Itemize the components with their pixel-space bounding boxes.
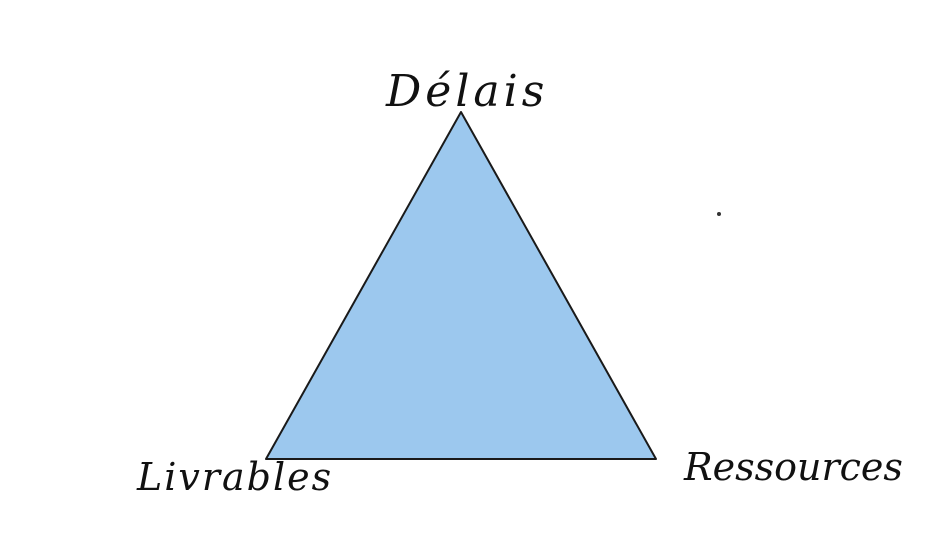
label-livrables: Livrables (137, 455, 334, 499)
label-delais: Délais (386, 66, 549, 117)
label-ressources: Ressources (684, 445, 903, 489)
stray-ink-dot (717, 212, 721, 216)
project-triangle (265, 111, 657, 460)
